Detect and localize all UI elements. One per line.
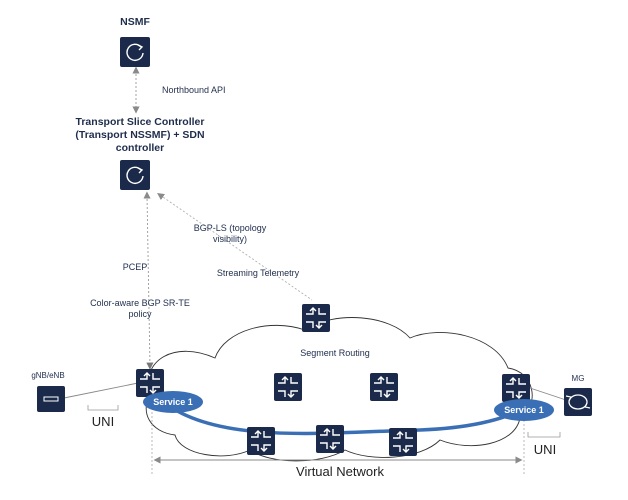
controller-label-3: controller [115,142,165,154]
northbound-api-label: Northbound API [162,85,226,95]
service-path [163,401,523,436]
router-mid-right-icon [369,372,399,402]
controller-icon [119,159,151,191]
nsmf-label: NSMF [120,16,150,28]
router-edge-right-icon [501,373,531,403]
color-aware-label-1: Color-aware BGP SR-TE [90,298,190,308]
router-bottom-2-icon [315,424,345,454]
controller-label-2: (Transport NSSMF) + SDN [75,129,205,141]
mg-device-icon [564,388,592,416]
segment-routing-label: Segment Routing [300,348,370,358]
gnb-device-icon [37,386,65,412]
service-right-marker [494,399,554,421]
service-right-label: Service 1 [504,405,544,415]
bgp-ls-label-2: visibility) [212,234,247,244]
mg-label: MG [571,374,585,383]
service-left-label: Service 1 [153,397,193,407]
bgp-ls-label-1: BGP-LS (topology [193,223,267,233]
streaming-telemetry-label: Streaming Telemetry [216,268,300,278]
uni-right-label: UNI [533,442,557,457]
nsmf-icon [119,36,151,68]
uni-left-label: UNI [91,414,115,429]
color-aware-label-2: policy [128,309,152,319]
router-bottom-1-icon [246,426,276,456]
controller-label-1: Transport Slice Controller [75,116,205,128]
virtual-network-label: Virtual Network [296,464,384,479]
router-mid-left-icon [273,372,303,402]
router-bottom-3-icon [388,427,418,457]
pcep-label: PCEP [122,262,148,272]
service-left-marker [143,391,203,413]
gnb-label: gNB/eNB [31,371,65,380]
router-top-icon [301,303,331,333]
